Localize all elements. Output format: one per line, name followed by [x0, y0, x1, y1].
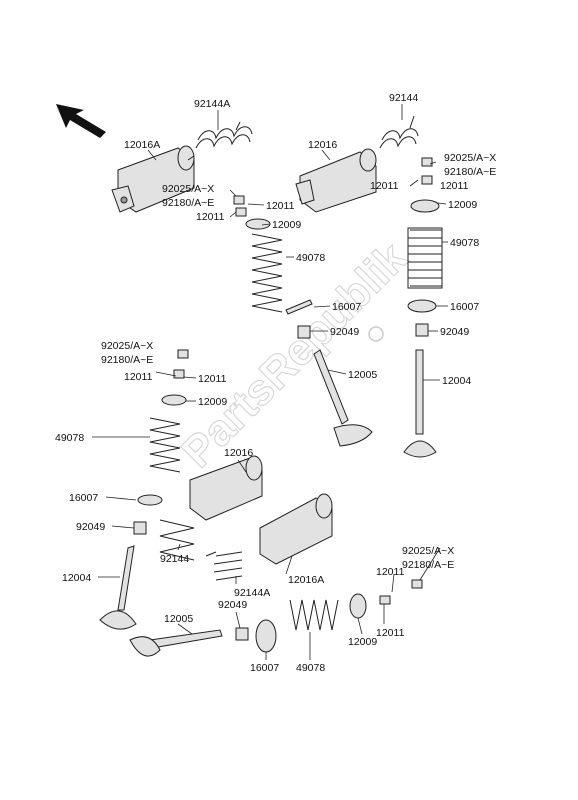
label-92049-top-right: 92049 — [440, 326, 469, 338]
valve-seal-92049-bottom — [235, 627, 249, 641]
label-49078-bottom: 49078 — [296, 662, 325, 674]
rocker-arm-12016a-top — [111, 145, 195, 213]
spring-retainer-12009-bottom — [349, 593, 367, 619]
label-49078-top-right: 49078 — [450, 237, 479, 249]
torsion-spring-92144a-top — [187, 121, 253, 161]
valve-12004-top — [403, 349, 437, 458]
rocker-arm-12016a-bottom — [259, 493, 333, 565]
label-12016-top: 12016 — [308, 139, 337, 151]
valve-12005-top — [313, 349, 373, 447]
spring-seat-16007-bottom — [255, 619, 277, 653]
label-12009-top-left: 12009 — [272, 219, 301, 231]
cotter-and-retainer-bottom — [379, 579, 423, 605]
valve-seal-12005-top — [285, 299, 313, 339]
cotter-and-retainer-top-left — [233, 195, 271, 230]
label-12005-top: 12005 — [348, 369, 377, 381]
label-92180-mid-left: 92180/A~E — [101, 354, 153, 366]
cotter-and-retainer-top-right — [410, 157, 440, 213]
label-92180-top-right: 92180/A~E — [444, 166, 496, 178]
valve-spring-49078-bottom — [289, 599, 339, 631]
label-12016-mid: 12016 — [224, 447, 253, 459]
label-92180-top-left: 92180/A~E — [162, 197, 214, 209]
watermark: PartsRepublik — [172, 233, 416, 477]
valve-spring-49078-mid-left — [149, 417, 181, 473]
label-12009-bottom: 12009 — [348, 636, 377, 648]
label-12016a-top: 12016A — [124, 139, 160, 151]
gear-watermark-icon — [368, 326, 384, 342]
label-92049-bottom: 92049 — [218, 599, 247, 611]
label-12011-top-left-a: 12011 — [266, 200, 295, 212]
label-92144-top: 92144 — [389, 92, 418, 104]
label-12011-top-right-a: 12011 — [370, 180, 399, 192]
torsion-spring-92144-top — [379, 115, 419, 149]
spring-seat-16007-mid-left — [137, 494, 163, 506]
valve-12004-mid — [99, 545, 137, 630]
label-12016a-bottom: 12016A — [288, 574, 324, 586]
rocker-arm-12016-mid — [189, 455, 263, 521]
label-12011-bottom-b: 12011 — [376, 566, 405, 578]
torsion-spring-92144-mid — [159, 519, 195, 561]
spring-seat-16007-top-right — [407, 299, 437, 313]
label-16007-top-left: 16007 — [332, 301, 361, 313]
label-92144a-bottom: 92144A — [234, 587, 270, 599]
label-92049-mid-left: 92049 — [76, 521, 105, 533]
label-92025-bottom: 92025/A~X — [402, 545, 454, 557]
label-12011-top-right-b: 12011 — [440, 180, 469, 192]
label-12004-top: 12004 — [442, 375, 471, 387]
valve-spring-49078-top-right — [407, 227, 443, 289]
front-direction-arrow-icon — [56, 104, 106, 138]
label-12011-mid-left-a: 12011 — [124, 371, 153, 383]
valve-12005-bottom — [129, 629, 223, 657]
label-12009-mid-left: 12009 — [198, 396, 227, 408]
label-12011-top-left-b: 12011 — [196, 211, 225, 223]
label-12004-mid: 12004 — [62, 572, 91, 584]
label-92144-mid: 92144 — [160, 553, 189, 565]
label-92144a-top: 92144A — [194, 98, 230, 110]
label-16007-top-right: 16007 — [450, 301, 479, 313]
label-92025-mid-left: 92025/A~X — [101, 340, 153, 352]
label-12009-top-right: 12009 — [448, 199, 477, 211]
rocker-arm-12016-top — [295, 148, 377, 213]
label-12011-mid-left-b: 12011 — [198, 373, 227, 385]
label-92180-bottom: 92180/A~E — [402, 559, 454, 571]
label-12011-bottom-a: 12011 — [376, 627, 405, 639]
label-12005-bottom: 12005 — [164, 613, 193, 625]
label-92049-top-left: 92049 — [330, 326, 359, 338]
valve-seal-92049-mid-left — [133, 521, 147, 535]
label-49078-top-left: 49078 — [296, 252, 325, 264]
torsion-spring-92144a-bottom — [205, 551, 243, 581]
label-92025-top-left: 92025/A~X — [162, 183, 214, 195]
valve-seal-92049-top-right — [415, 323, 429, 337]
label-16007-bottom: 16007 — [250, 662, 279, 674]
valve-spring-49078-top-left — [251, 233, 283, 313]
leader-lines — [92, 104, 448, 660]
cotter-and-retainer-mid-left — [161, 349, 189, 406]
label-16007-mid-left: 16007 — [69, 492, 98, 504]
part-number-labels: 92144A 92144 12016A 12016 92025/A~X 9218… — [55, 92, 496, 674]
label-92025-top-right: 92025/A~X — [444, 152, 496, 164]
label-49078-mid-left: 49078 — [55, 432, 84, 444]
